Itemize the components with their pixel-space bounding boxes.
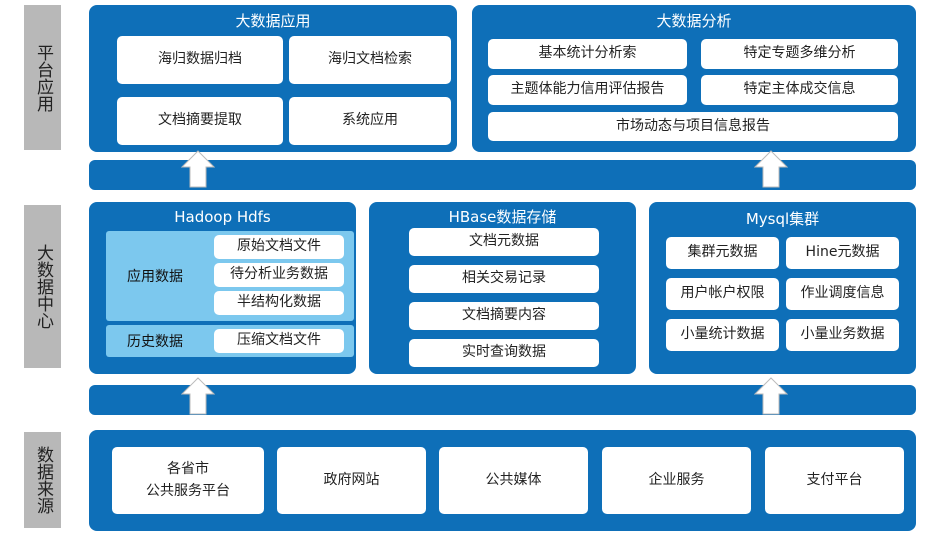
mysql-item: 小量业务数据: [786, 319, 899, 351]
hbase-item: 文档元数据: [409, 228, 599, 256]
apps-item: 海归文档检索: [289, 36, 451, 84]
hbase-item: 文档摘要内容: [409, 302, 599, 330]
mysql-item: 用户帐户权限: [666, 278, 779, 310]
hadoop-app-data-label: 应用数据: [127, 269, 183, 285]
source-item: 企业服务: [602, 447, 751, 514]
mysql-item: 小量统计数据: [666, 319, 779, 351]
up-arrow-icon: [754, 377, 788, 415]
apps-title: 大数据应用: [235, 12, 311, 30]
analysis-title: 大数据分析: [656, 12, 732, 30]
hadoop-history-label: 历史数据: [127, 334, 183, 350]
hbase-title: HBase数据存储: [448, 208, 557, 226]
mysql-item: 作业调度信息: [786, 278, 899, 310]
apps-item: 文档摘要提取: [117, 97, 283, 145]
mysql-item: Hine元数据: [786, 237, 899, 269]
hadoop-app-item: 原始文档文件: [214, 235, 344, 259]
analysis-item: 主题体能力信用评估报告: [488, 75, 687, 105]
hbase-item: 相关交易记录: [409, 265, 599, 293]
analysis-item: 特定专题多维分析: [701, 39, 898, 69]
apps-item: 海归数据归档: [117, 36, 283, 84]
source-item: 政府网站: [277, 447, 426, 514]
up-arrow-icon: [754, 150, 788, 188]
source-item: 支付平台: [765, 447, 904, 514]
side-label-platform: 平台应用: [24, 5, 61, 150]
mysql-item: 集群元数据: [666, 237, 779, 269]
side-label-source: 数据来源: [24, 432, 61, 528]
hadoop-app-item: 待分析业务数据: [214, 263, 344, 287]
analysis-item: 市场动态与项目信息报告: [488, 112, 898, 141]
hadoop-history-item: 压缩文档文件: [214, 329, 344, 353]
source-item: 公共媒体: [439, 447, 588, 514]
up-arrow-icon: [181, 377, 215, 415]
up-arrow-icon: [181, 150, 215, 188]
mysql-title: Mysql集群: [745, 210, 820, 228]
analysis-item: 特定主体成交信息: [701, 75, 898, 105]
hadoop-title: Hadoop Hdfs: [174, 208, 271, 226]
hbase-item: 实时查询数据: [409, 339, 599, 367]
side-label-datacenter: 大数据中心: [24, 205, 61, 368]
source-item: 各省市 公共服务平台: [112, 447, 264, 514]
apps-item: 系统应用: [289, 97, 451, 145]
hadoop-app-item: 半结构化数据: [214, 291, 344, 315]
analysis-item: 基本统计分析索: [488, 39, 687, 69]
